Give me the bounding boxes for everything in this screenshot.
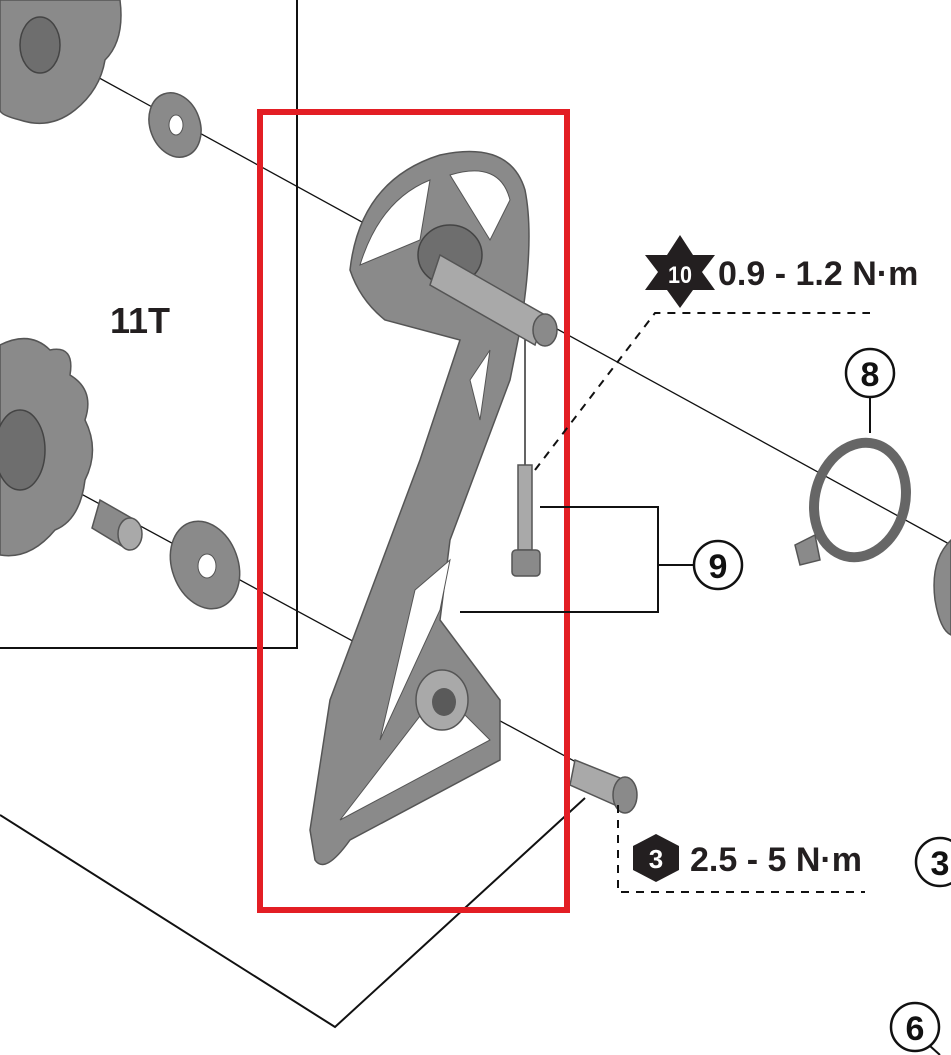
svg-text:8: 8: [861, 356, 880, 394]
lower-pulley: [0, 337, 94, 557]
callout-3: 3: [914, 836, 951, 888]
pulley-bolt: [569, 758, 638, 814]
callout-9: 9: [692, 539, 744, 591]
torque-spec-bottom: 3 2.5 - 5 N·m: [633, 834, 862, 882]
screw-9: [511, 464, 541, 577]
star-bit-icon: [645, 235, 715, 308]
svg-text:9: 9: [709, 548, 728, 586]
inner-pulley-plate: [309, 150, 530, 866]
washer-lower-hole: [197, 553, 217, 579]
frame-lines: [0, 0, 586, 1029]
svg-text:3: 3: [931, 845, 950, 883]
torque-leaders: [534, 312, 870, 893]
torque-spec-top: 10 0.9 - 1.2 N·m: [645, 235, 918, 308]
torque-value-bottom: 2.5 - 5 N·m: [690, 841, 862, 879]
axle: [429, 253, 558, 347]
hex-bit-icon: [633, 834, 679, 882]
highlight-box: [257, 109, 570, 913]
callout-8: 8: [844, 347, 896, 399]
ring-8: [794, 437, 911, 566]
next-part-partial: [933, 538, 951, 636]
bit-size-top: 10: [668, 262, 692, 289]
cog-label: 11T: [110, 300, 170, 341]
upper-pulley: [0, 0, 122, 125]
callout-6: 6: [889, 1001, 941, 1055]
bit-size-bottom: 3: [649, 844, 663, 874]
bushing: [91, 498, 143, 551]
svg-text:6: 6: [906, 1010, 925, 1048]
torque-value-top: 0.9 - 1.2 N·m: [718, 255, 918, 293]
callout-9-bracket: [460, 398, 871, 613]
washer-upper-hole: [168, 114, 184, 136]
